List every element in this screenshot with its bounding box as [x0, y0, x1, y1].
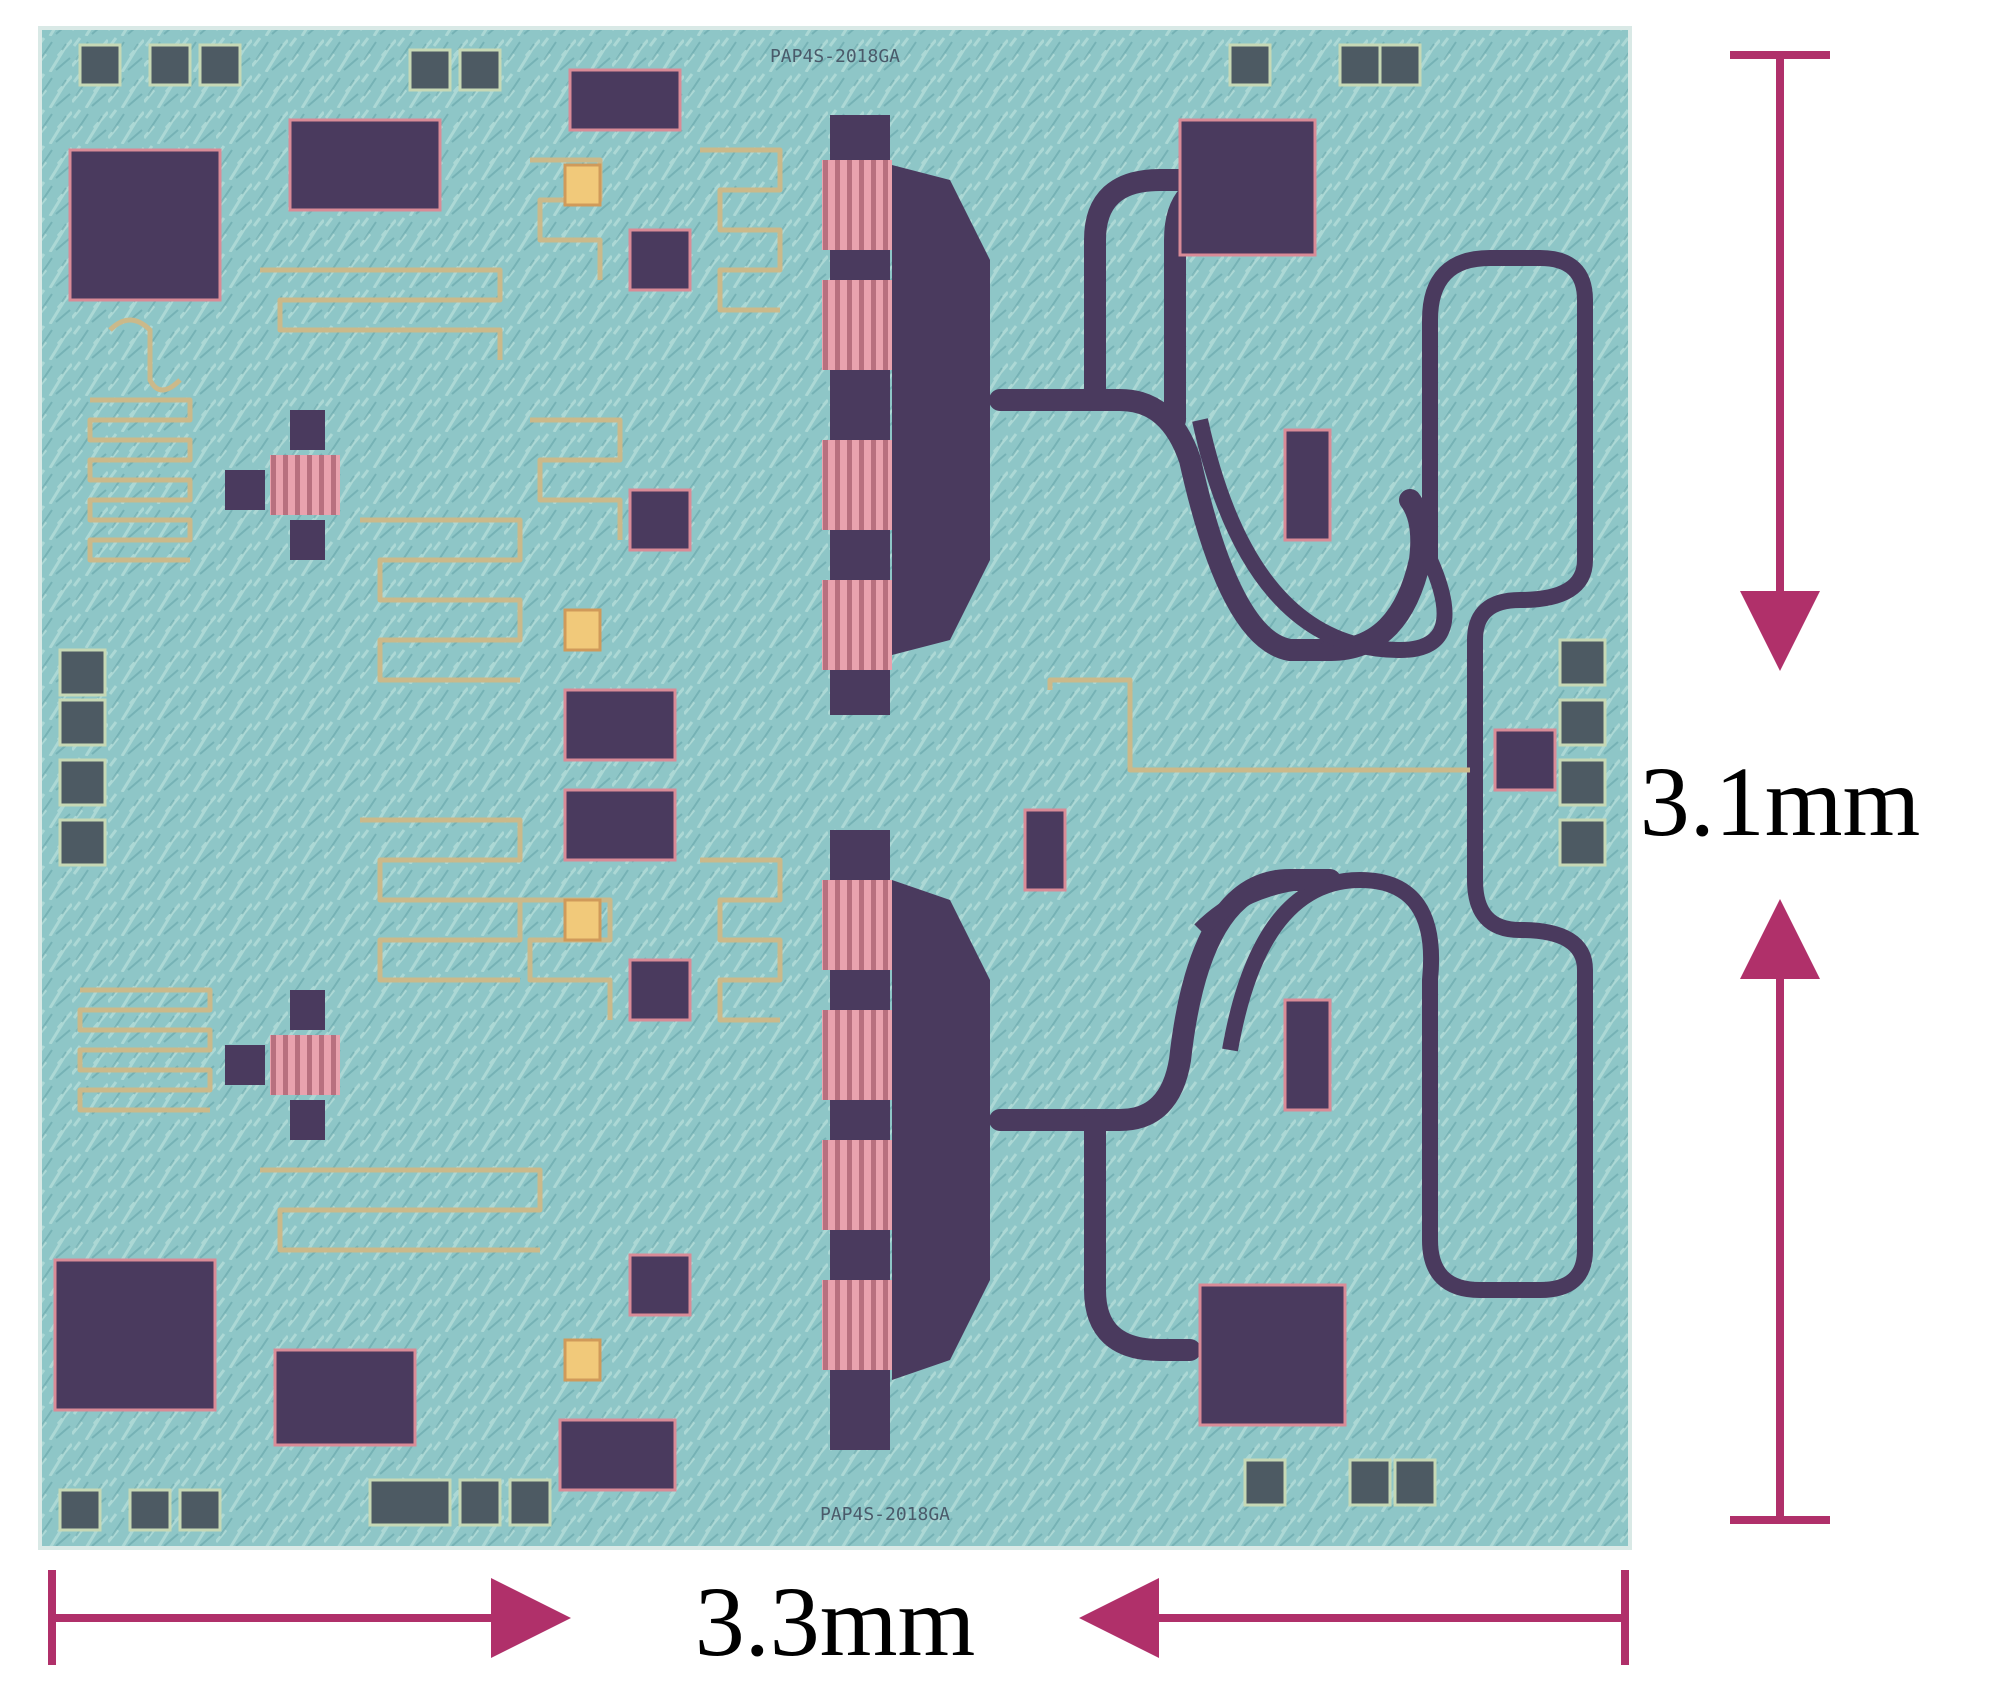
height-label: 3.1mm [1640, 746, 1921, 857]
height-dimension: 3.1mm [1640, 51, 1921, 1524]
bias-resistors [1023, 428, 1332, 1112]
width-dimension: 3.3mm [48, 1566, 1629, 1677]
mim-capacitors [563, 163, 602, 1382]
chip-marking-top: PAP4S-2018GA [770, 46, 900, 67]
metal-pads [53, 68, 1557, 1492]
transistor-stack-top [822, 115, 990, 715]
output-lines-right [1192, 250, 1593, 1298]
small-bond-pads [58, 43, 1607, 1532]
chip-marking-bottom: PAP4S-2018GA [820, 1504, 950, 1525]
transistor-stack-bottom [822, 830, 990, 1450]
chip-die: PAP4S-2018GA PAP4S-2018GA [38, 26, 1632, 1550]
width-label: 3.3mm [695, 1566, 976, 1677]
meander-lines [77, 147, 1470, 1253]
driver-transistors [225, 410, 340, 1140]
